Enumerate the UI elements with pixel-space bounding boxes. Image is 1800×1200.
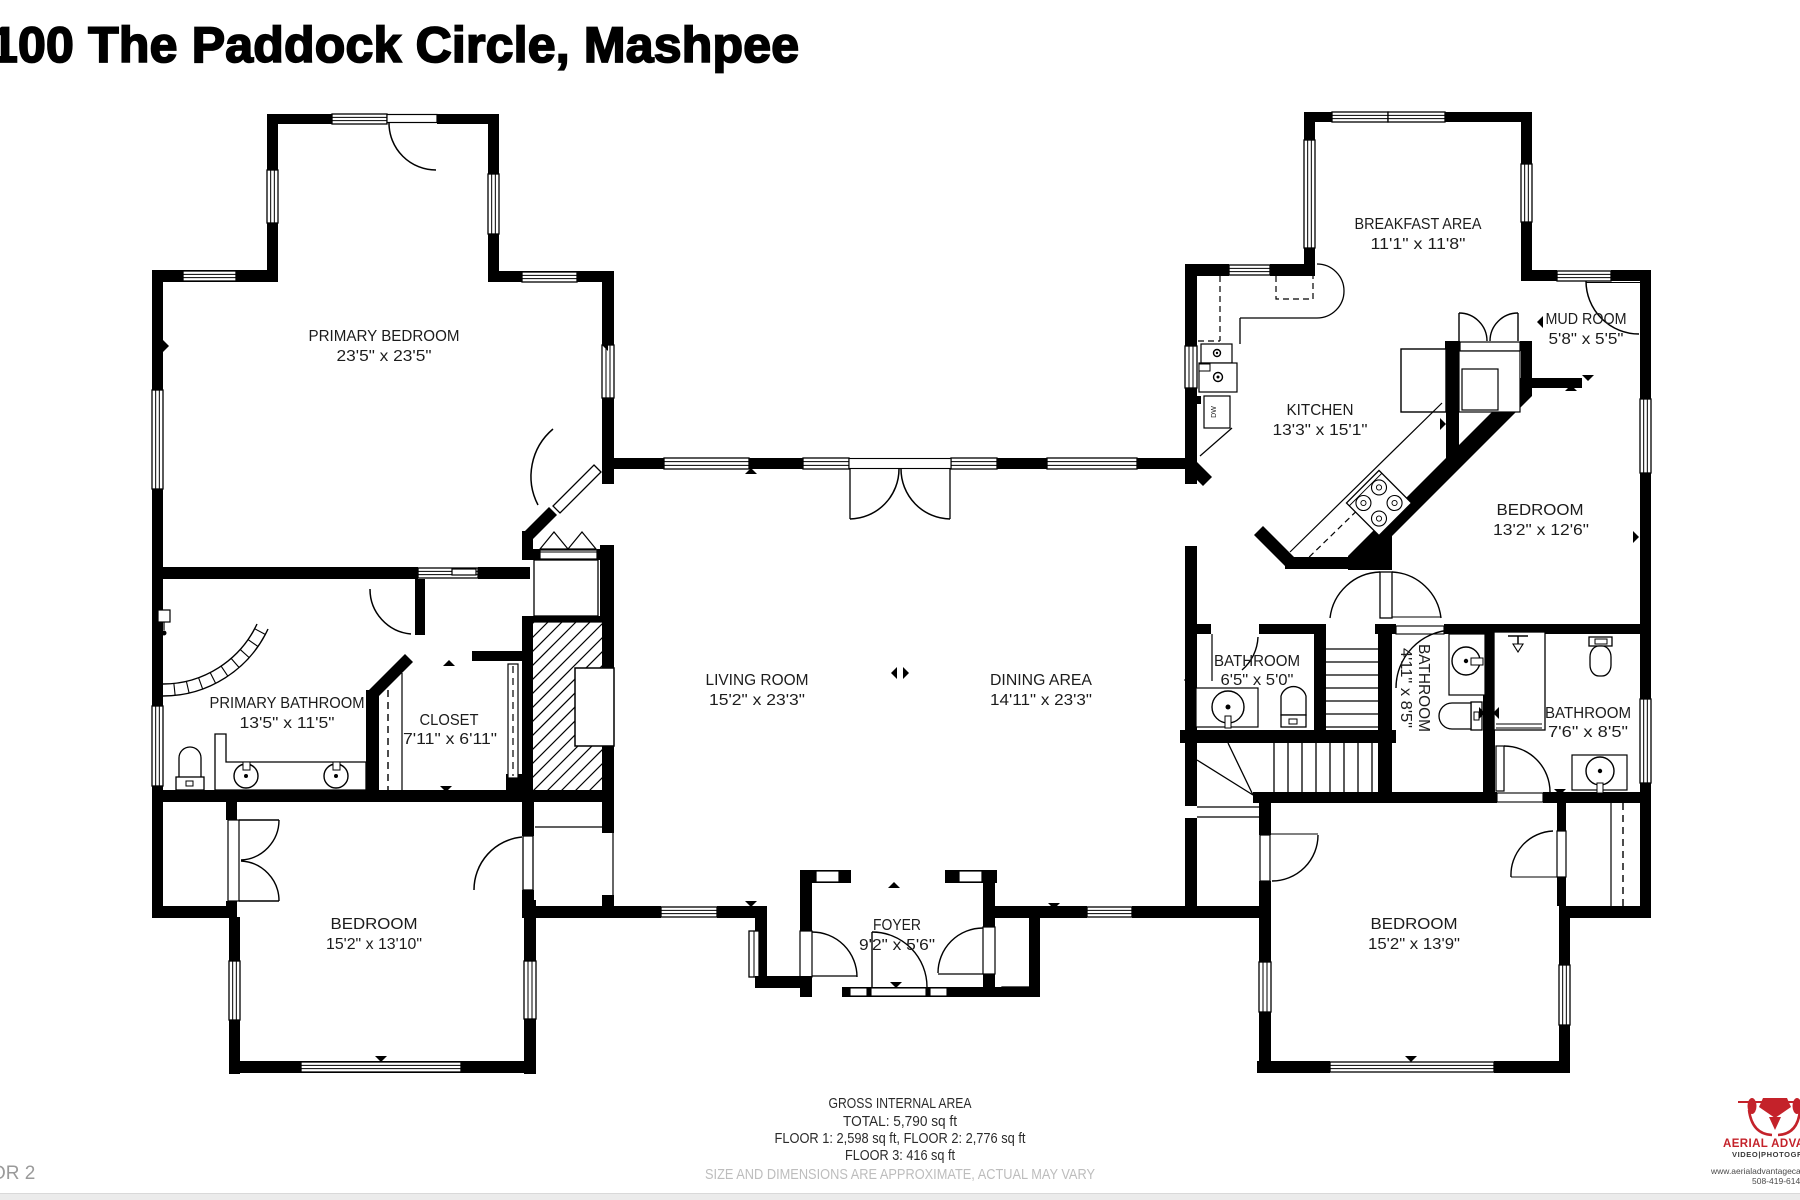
svg-text:BATHROOM: BATHROOM <box>1415 644 1432 732</box>
svg-text:508-419-6149: 508-419-6149 <box>1752 1176 1800 1186</box>
svg-text:BEDROOM: BEDROOM <box>331 916 418 933</box>
svg-text:FLOOR 1: 2,598 sq ft, FLOOR 2:: FLOOR 1: 2,598 sq ft, FLOOR 2: 2,776 sq … <box>775 1131 1026 1147</box>
svg-text:VIDEO|PHOTOGRAPHY: VIDEO|PHOTOGRAPHY <box>1732 1150 1800 1159</box>
svg-text:BATHROOM: BATHROOM <box>1214 653 1300 670</box>
svg-text:14'11" x 23'3": 14'11" x 23'3" <box>990 692 1092 709</box>
svg-text:PRIMARY BEDROOM: PRIMARY BEDROOM <box>309 328 460 345</box>
svg-text:PRIMARY BATHROOM: PRIMARY BATHROOM <box>210 695 365 712</box>
svg-text:13'3" x 15'1": 13'3" x 15'1" <box>1273 422 1368 439</box>
svg-text:5'8" x 5'5": 5'8" x 5'5" <box>1549 331 1624 348</box>
svg-text:FLOOR 2: FLOOR 2 <box>0 1163 35 1184</box>
svg-text:4'11" x 8'5": 4'11" x 8'5" <box>1397 648 1414 728</box>
svg-text:LIVING ROOM: LIVING ROOM <box>706 672 809 689</box>
svg-text:AERIAL ADVANTAGE: AERIAL ADVANTAGE <box>1723 1138 1800 1150</box>
svg-text:MUD ROOM: MUD ROOM <box>1546 311 1627 328</box>
svg-text:15'2" x 13'10": 15'2" x 13'10" <box>326 936 422 953</box>
svg-text:KITCHEN: KITCHEN <box>1287 402 1354 419</box>
svg-text:7'11" x 6'11": 7'11" x 6'11" <box>403 731 497 748</box>
svg-text:100 The Paddock Circle, Mashpe: 100 The Paddock Circle, Mashpee <box>0 17 799 73</box>
svg-text:BATHROOM: BATHROOM <box>1545 705 1631 722</box>
svg-text:7'6" x 8'5": 7'6" x 8'5" <box>1548 724 1628 741</box>
svg-text:www.aerialadvantagecape.com: www.aerialadvantagecape.com <box>1710 1166 1800 1176</box>
svg-text:DW: DW <box>1211 406 1218 418</box>
svg-text:15'2" x 13'9": 15'2" x 13'9" <box>1368 936 1460 953</box>
svg-text:15'2" x 23'3": 15'2" x 23'3" <box>709 692 805 709</box>
svg-text:11'1" x 11'8": 11'1" x 11'8" <box>1371 236 1466 253</box>
svg-text:CLOSET: CLOSET <box>420 712 480 729</box>
svg-text:9'2" x 5'6": 9'2" x 5'6" <box>859 937 935 954</box>
svg-text:FLOOR 3: 416 sq ft: FLOOR 3: 416 sq ft <box>845 1148 955 1164</box>
svg-text:DINING AREA: DINING AREA <box>990 672 1093 689</box>
svg-text:BEDROOM: BEDROOM <box>1371 916 1458 933</box>
svg-text:TOTAL: 5,790 sq ft: TOTAL: 5,790 sq ft <box>843 1114 957 1130</box>
svg-text:FOYER: FOYER <box>873 917 921 934</box>
svg-text:BREAKFAST AREA: BREAKFAST AREA <box>1355 216 1483 233</box>
svg-text:13'2" x 12'6": 13'2" x 12'6" <box>1493 522 1589 539</box>
svg-text:BEDROOM: BEDROOM <box>1497 502 1584 519</box>
svg-text:13'5" x 11'5": 13'5" x 11'5" <box>240 715 335 732</box>
svg-text:23'5" x 23'5": 23'5" x 23'5" <box>337 348 432 365</box>
svg-text:SIZE AND DIMENSIONS ARE APPROX: SIZE AND DIMENSIONS ARE APPROXIMATE, ACT… <box>705 1166 1095 1183</box>
svg-text:6'5" x 5'0": 6'5" x 5'0" <box>1221 672 1294 689</box>
svg-text:GROSS INTERNAL AREA: GROSS INTERNAL AREA <box>829 1096 972 1112</box>
